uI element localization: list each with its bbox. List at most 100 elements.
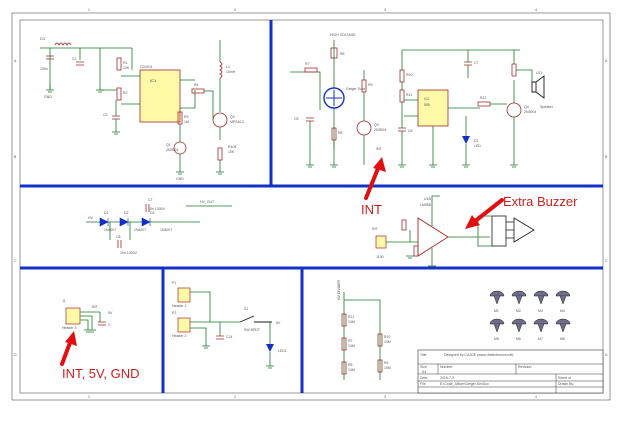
r4-label: R4 bbox=[194, 83, 199, 87]
grid-col-1-bottom: 1 bbox=[88, 395, 90, 399]
gnd-3 bbox=[112, 131, 120, 135]
gnd-15 bbox=[202, 345, 210, 349]
mounting-hole-m5: M5 bbox=[489, 318, 505, 341]
hv-in-label: HV bbox=[88, 216, 94, 220]
svg-text:M4: M4 bbox=[560, 309, 565, 313]
r-opamp-2 bbox=[413, 245, 419, 257]
l1-inductor bbox=[219, 61, 223, 79]
q1-part: 2N3904 bbox=[166, 148, 178, 152]
buzzer-symbol bbox=[506, 217, 535, 243]
mounting-hole-m7: M7 bbox=[533, 318, 549, 341]
divider-r1 bbox=[341, 313, 347, 327]
divider-r4-label: R10 bbox=[384, 335, 390, 339]
gnd-10 bbox=[462, 164, 470, 168]
j1-header-label: Header 3 bbox=[62, 326, 76, 330]
mounting-hole-m4: M4 bbox=[555, 290, 571, 313]
gnd-4 bbox=[176, 171, 184, 175]
divider-r5-label: R9 bbox=[384, 361, 389, 365]
gnd-label-1: GND bbox=[44, 95, 52, 99]
led-d1-label: D1 bbox=[474, 139, 479, 143]
hv-out-label: HV_OUT bbox=[200, 200, 215, 204]
d-part-1: 1N4007 bbox=[104, 228, 116, 232]
divider-r1-val: 10M bbox=[348, 320, 355, 324]
gnd-7 bbox=[330, 164, 338, 168]
c3-label: C3 bbox=[103, 113, 108, 117]
grid-col-3-bottom: 3 bbox=[384, 395, 386, 399]
divider-r2-val: 10M bbox=[348, 344, 355, 348]
r12-label: R12 bbox=[480, 96, 486, 100]
ic1-chip bbox=[139, 69, 181, 123]
hv-divider-label: HV DIVIDER bbox=[337, 279, 341, 300]
gnd-14 bbox=[84, 329, 96, 333]
gnd-2 bbox=[96, 89, 104, 93]
gnd-11 bbox=[510, 164, 518, 168]
q3-part: 2N3904 bbox=[374, 128, 386, 132]
mounting-hole-m3: M3 bbox=[533, 290, 549, 313]
c8-label: C8 bbox=[116, 235, 121, 239]
power-switch-section: P1 Header 2 P2 Header 2 C14 S1 SW-SPDT 5… bbox=[172, 281, 287, 369]
speaker-wires bbox=[516, 69, 533, 82]
grid-col-4: 4 bbox=[535, 8, 537, 12]
p1-header-label: Header 2 bbox=[172, 304, 186, 308]
p2-header bbox=[177, 317, 191, 333]
r8-label: R8 bbox=[338, 131, 343, 135]
gnd-8 bbox=[398, 164, 406, 168]
grid-col-1: 1 bbox=[88, 8, 90, 12]
speaker-label: Speaker bbox=[540, 105, 554, 109]
j1-5v: 5V bbox=[108, 311, 113, 315]
arrow-int-5v-gnd bbox=[60, 338, 73, 366]
d-part-2: 1N4007 bbox=[134, 228, 146, 232]
j1-header bbox=[65, 307, 81, 325]
geiger-tube bbox=[323, 87, 345, 109]
geiger-tube-electrodes bbox=[326, 90, 342, 106]
gnd-6 bbox=[306, 164, 314, 168]
title-block-grid bbox=[418, 363, 603, 393]
q4-part: 2N3904 bbox=[524, 110, 536, 114]
d2-label: D2 bbox=[124, 211, 129, 215]
section-dividers bbox=[20, 20, 603, 393]
tb-file-label: File bbox=[420, 382, 426, 386]
grid-row-b-right: B bbox=[605, 155, 608, 159]
r10-label: R10 bbox=[406, 73, 412, 77]
annotation-int: INT bbox=[361, 202, 382, 217]
p1-header bbox=[177, 287, 191, 303]
r3-label: R3 bbox=[184, 115, 189, 119]
connector-j1-section: J1 Header 3 INT 5V C bbox=[62, 299, 113, 333]
c7-symbol bbox=[464, 61, 472, 66]
ic2-wires bbox=[404, 99, 480, 165]
c3-symbol bbox=[112, 115, 120, 120]
annotation-int-5v-gnd: INT, 5V, GND bbox=[62, 366, 140, 381]
tb-revision-label: Revision bbox=[518, 365, 531, 369]
psu-wires bbox=[190, 291, 240, 346]
r6-symbol bbox=[330, 47, 338, 59]
ic2-rail bbox=[401, 49, 520, 165]
divider-r5 bbox=[377, 359, 383, 373]
d1-label: D1 bbox=[104, 211, 109, 215]
hv-divider-section: HV DIVIDER R11 10M R7 10M R8 10M R10 10M… bbox=[337, 279, 571, 380]
ic1-part: CD4011 bbox=[140, 65, 153, 69]
p2-header-label: Header 2 bbox=[172, 334, 186, 338]
q2-part: MPSA13 bbox=[230, 120, 244, 124]
q3-label: Q3 bbox=[374, 123, 379, 127]
inner-border bbox=[19, 19, 604, 394]
j100-connector bbox=[375, 235, 387, 249]
hv-label: HIGH VOLTAGE bbox=[330, 33, 356, 37]
r11-symbol bbox=[399, 89, 405, 103]
annotation-extra-buzzer: Extra Buzzer bbox=[503, 194, 578, 209]
mounting-hole-m2: M2 bbox=[511, 290, 527, 313]
c1-value: 100n bbox=[40, 67, 48, 71]
arrowhead-int bbox=[373, 157, 386, 172]
svg-text:M7: M7 bbox=[538, 337, 543, 341]
q2-label: Q2 bbox=[230, 115, 235, 119]
r1-label: R1 bbox=[123, 61, 128, 65]
c6-label: C6 bbox=[408, 129, 413, 133]
p2-label: P2 bbox=[172, 311, 176, 315]
r104-symbol bbox=[217, 147, 223, 161]
c14-symbol bbox=[216, 335, 224, 340]
d-part-3: 1N4007 bbox=[160, 228, 172, 232]
p1-label: P1 bbox=[172, 281, 176, 285]
annotations: INT Extra Buzzer INT, 5V, GND bbox=[60, 157, 578, 381]
switch-part: SW-SPDT bbox=[244, 328, 261, 332]
mounting-holes: M1 M2 M3 M4 M5 bbox=[489, 290, 571, 341]
r6-label: R6 bbox=[340, 52, 345, 56]
